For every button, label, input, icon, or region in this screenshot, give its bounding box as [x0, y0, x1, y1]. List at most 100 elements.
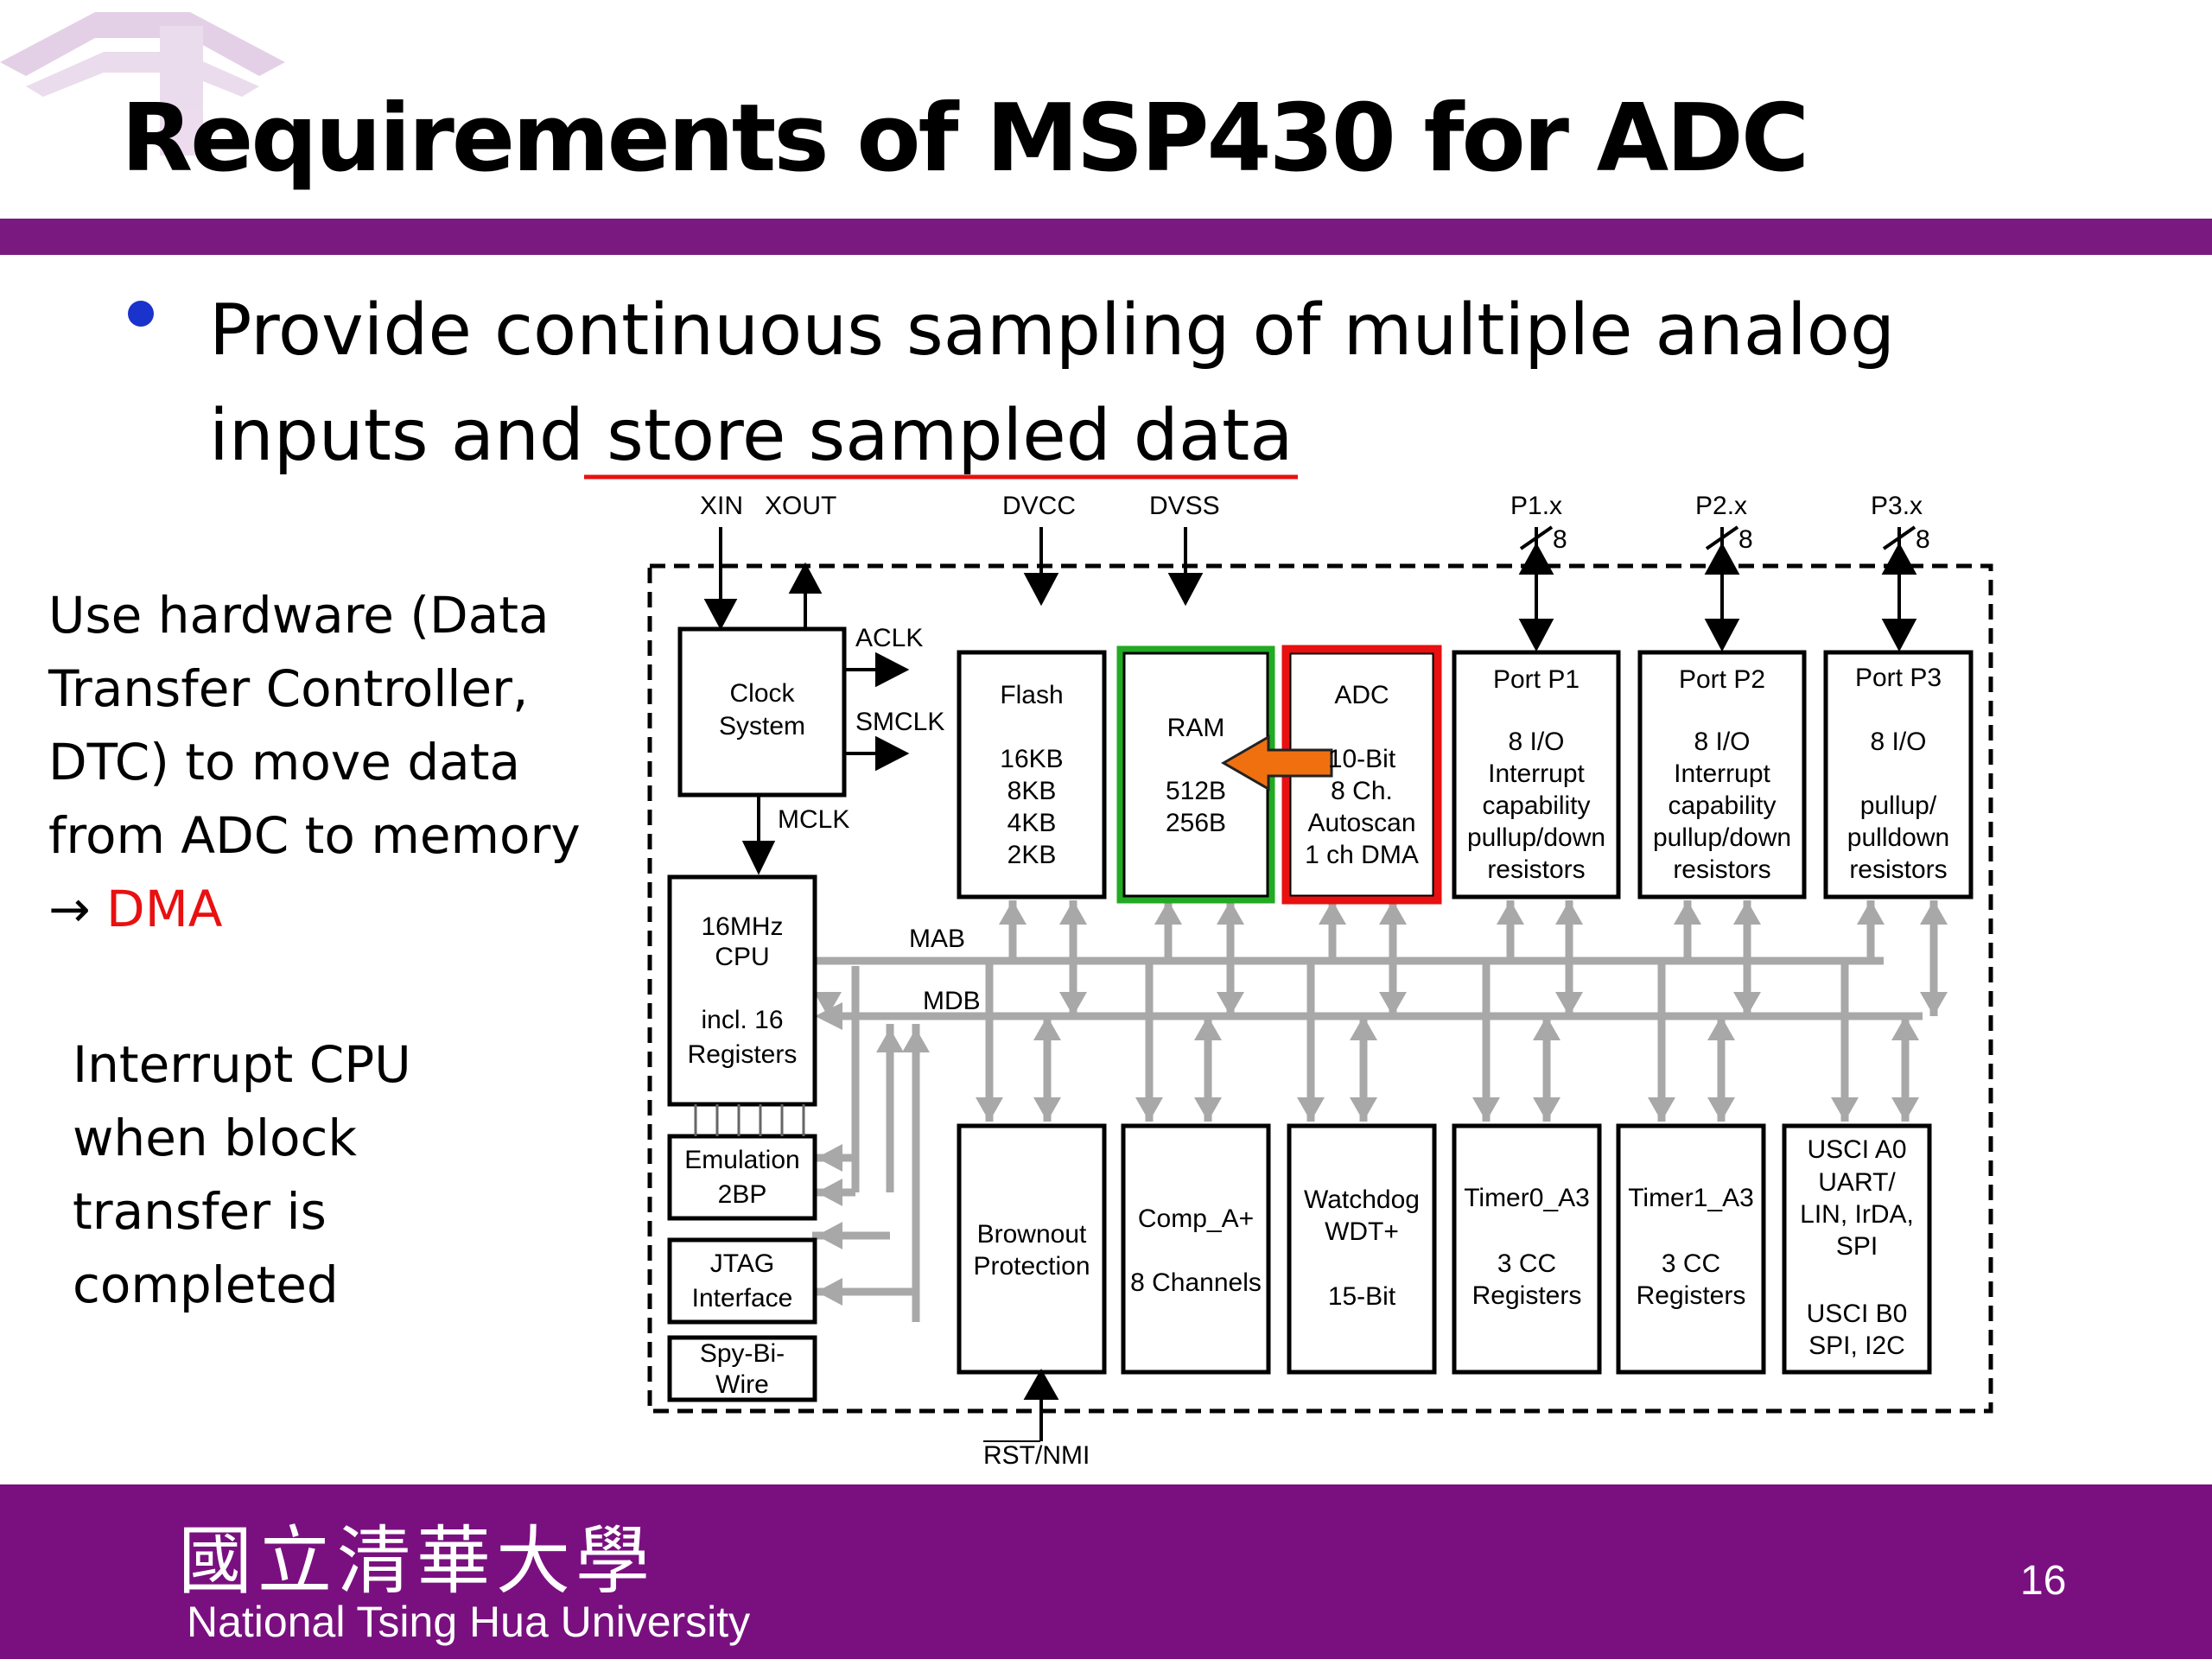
timer1-label-2: 3 CC [1662, 1249, 1720, 1278]
bus-arrowhead [1497, 900, 1524, 925]
usci-block [1782, 1123, 1932, 1375]
port1-label-4: capability [1482, 791, 1590, 820]
comp-label-2: 8 Channels [1130, 1268, 1262, 1297]
bus-arrowhead [1194, 1097, 1222, 1122]
bus-arrowhead [1555, 992, 1583, 1016]
jtag-label-2: Interface [692, 1284, 793, 1313]
page-number: 16 [2020, 1558, 2067, 1604]
cpu-label-4: Registers [688, 1040, 798, 1069]
bullet-line-2: inputs and store sampled data [209, 384, 1895, 489]
port3-label-5: resistors [1849, 855, 1947, 884]
pin-rst: RST/NMI [983, 1441, 1090, 1470]
adc-label-2: 10-Bit [1328, 745, 1396, 773]
bus-arrowhead [1033, 1016, 1061, 1040]
port2-label-2: 8 I/O [1694, 728, 1750, 756]
clock-label-2: System [719, 712, 805, 741]
side-note-1-line-3: DTC) to move data [48, 733, 520, 791]
university-name-english: National Tsing Hua University [187, 1598, 751, 1646]
pin-dvcc: DVCC [1002, 492, 1076, 520]
port2-label-5: pullup/down [1653, 823, 1791, 852]
clock-label-1: Clock [729, 679, 795, 708]
watermark-logo [0, 12, 285, 156]
ram-label-2: 512B [1166, 777, 1226, 805]
watchdog-block [1287, 1123, 1437, 1375]
port3-label-4: pulldown [1847, 823, 1949, 852]
usci-label-2: UART/ [1818, 1168, 1896, 1197]
port3-label-1: Port P3 [1855, 664, 1942, 692]
flash-label-5: 2KB [1007, 841, 1057, 869]
pin-p2: P2.x [1695, 492, 1747, 520]
emulation-label-1: Emulation [684, 1146, 799, 1174]
bus-arrowhead [876, 1028, 904, 1052]
emulation-block [667, 1134, 817, 1221]
bus-arrowhead [1319, 900, 1346, 925]
flash-block [957, 650, 1107, 899]
side-note-2-line-4: completed [73, 1255, 339, 1314]
flash-label-3: 8KB [1007, 777, 1057, 805]
bus-arrowhead [1555, 900, 1583, 925]
bus-arrowhead [1707, 1097, 1735, 1122]
bullet-line-1: Provide continuous sampling of multiple … [209, 289, 1896, 372]
port1-label-1: Port P1 [1493, 665, 1580, 694]
side-note-2-line-3: transfer is [73, 1182, 327, 1241]
emulation-pins [694, 1104, 805, 1136]
port2-label-3: Interrupt [1674, 760, 1770, 788]
port1-label-3: Interrupt [1488, 760, 1585, 788]
port3-label-2: 8 I/O [1870, 728, 1926, 756]
pin-p2-width: 8 [1738, 525, 1753, 554]
side-note-1-line-1: Use hardware (Data [48, 586, 550, 645]
timer1-block [1616, 1123, 1766, 1375]
bus-arrowhead [817, 1278, 842, 1306]
timer0-label-1: Timer0_A3 [1464, 1184, 1590, 1212]
spy-bi-wire-block [667, 1335, 817, 1402]
pin-xout: XOUT [765, 492, 836, 520]
aclk-label: ACLK [855, 624, 923, 652]
bus-arrowhead [1472, 1097, 1500, 1122]
flash-label-1: Flash [1000, 681, 1063, 709]
bus-arrowhead [1674, 900, 1701, 925]
side-note-interrupt: Interrupt CPU when block transfer is com… [73, 1028, 411, 1322]
comp-label-1: Comp_A+ [1138, 1205, 1254, 1233]
usci-label-1: USCI A0 [1807, 1135, 1906, 1164]
side-note-1-line-5: → DMA [48, 873, 581, 946]
dma-arrow-icon [1220, 734, 1333, 791]
flash-label-4: 4KB [1007, 809, 1057, 837]
cpu-label-1: 16MHz [701, 912, 783, 941]
cpu-block [667, 874, 817, 1107]
bus-arrowhead [1350, 1016, 1377, 1040]
port2-label-4: capability [1668, 791, 1776, 820]
usci-label-4: SPI [1836, 1232, 1878, 1261]
brownout-label-1: Brownout [977, 1220, 1087, 1249]
timer0-label-2: 3 CC [1497, 1249, 1556, 1278]
bus-arrowhead [1707, 1016, 1735, 1040]
pin-dvss: DVSS [1149, 492, 1220, 520]
port-p3-block [1823, 650, 1974, 899]
bus-arrowhead [1154, 900, 1182, 925]
bullet-line-2-underlined: store sampled data [607, 395, 1294, 477]
bus-arrowhead [1059, 900, 1087, 925]
bus-arrowhead [1920, 900, 1948, 925]
bus-arrowhead [1891, 1016, 1919, 1040]
right-arrow-icon: → [48, 880, 91, 938]
watchdog-label-1: Watchdog [1304, 1185, 1420, 1214]
flash-label-2: 16KB [1000, 745, 1063, 773]
side-note-dma: Use hardware (Data Transfer Controller, … [48, 579, 581, 946]
timer1-label-3: Registers [1637, 1281, 1746, 1310]
university-name-chinese: 國立清華大學 [178, 1518, 655, 1605]
bus-arrows [814, 900, 1948, 1306]
bus-arrowhead [1831, 1097, 1859, 1122]
side-note-2-line-2: when block [73, 1109, 357, 1167]
port1-label-5: pullup/down [1467, 823, 1605, 852]
bus-arrowhead [1217, 992, 1244, 1016]
bus-arrowhead [976, 1097, 1003, 1122]
bus-arrowhead [817, 1179, 842, 1206]
footer-bar [0, 1484, 2212, 1659]
device-boundary [647, 563, 1993, 1414]
port1-label-2: 8 I/O [1508, 728, 1564, 756]
bus-arrowhead [1857, 900, 1885, 925]
bus-arrowhead [1194, 1016, 1222, 1040]
jtag-block [667, 1237, 817, 1325]
bullet-line-2-plain: inputs and [209, 395, 607, 477]
bus-arrowhead [1920, 992, 1948, 1016]
